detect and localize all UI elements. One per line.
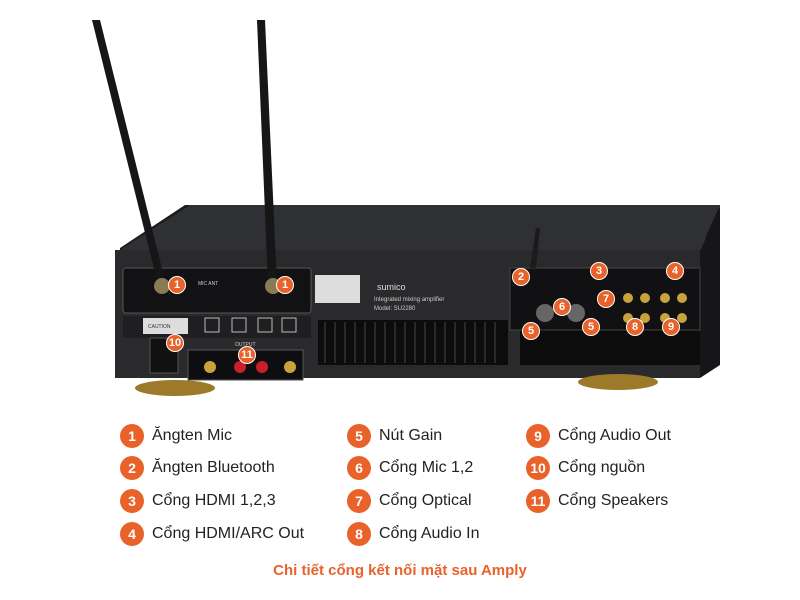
- legend-item: 6 Cổng Mic 1,2: [347, 454, 473, 482]
- legend-number: 10: [526, 456, 550, 480]
- legend-label: Cổng Audio Out: [558, 427, 671, 444]
- legend-number: 7: [347, 489, 371, 513]
- legend-number: 2: [120, 456, 144, 480]
- mic-ant-text: MIC ANT: [198, 281, 218, 287]
- legend-label: Ăngten Mic: [152, 427, 233, 444]
- amplifier-photo: sumico Integrated mixing amplifier Model…: [92, 20, 720, 396]
- amplifier-illustration: sumico Integrated mixing amplifier Model…: [92, 20, 720, 396]
- legend-label: Cổng Optical: [379, 492, 472, 509]
- legend-item: 3 Cổng HDMI 1,2,3: [120, 487, 276, 515]
- marker-1a: 1: [168, 276, 186, 294]
- legend-item: 9 Cổng Audio Out: [526, 422, 671, 450]
- marker-5b: 5: [582, 318, 600, 336]
- legend-number: 9: [526, 424, 550, 448]
- port-legend: 1 Ăngten Mic 2 Ăngten Bluetooth 3 Cổng H…: [120, 420, 720, 550]
- marker-11: 11: [238, 346, 256, 364]
- legend-item: 10 Cổng nguồn: [526, 454, 645, 482]
- legend-item: 11 Cổng Speakers: [526, 487, 668, 515]
- product-line-text: Integrated mixing amplifier: [374, 297, 444, 303]
- output-text: OUTPUT: [235, 342, 256, 348]
- model-text: Model: SU2280: [374, 306, 416, 312]
- marker-2: 2: [512, 268, 530, 286]
- legend-label: Nút Gain: [379, 427, 443, 444]
- marker-10: 10: [166, 334, 184, 352]
- marker-4: 4: [666, 262, 684, 280]
- marker-5a: 5: [522, 322, 540, 340]
- legend-label: Cổng Speakers: [558, 492, 669, 509]
- caution-text: CAUTION: [148, 324, 171, 330]
- legend-item: 1 Ăngten Mic: [120, 422, 232, 450]
- legend-number: 3: [120, 489, 144, 513]
- marker-1b: 1: [276, 276, 294, 294]
- marker-8: 8: [626, 318, 644, 336]
- marker-9: 9: [662, 318, 680, 336]
- legend-number: 6: [347, 456, 371, 480]
- legend-label: Cổng Mic 1,2: [379, 459, 474, 476]
- legend-label: Cổng Audio In: [379, 525, 480, 542]
- legend-number: 11: [526, 489, 550, 513]
- legend-item: 5 Nút Gain: [347, 422, 442, 450]
- legend-number: 4: [120, 522, 144, 546]
- caption: Chi tiết cổng kết nối mặt sau Amply: [273, 562, 527, 579]
- legend-item: 4 Cổng HDMI/ARC Out: [120, 520, 304, 548]
- legend-number: 1: [120, 424, 144, 448]
- legend-label: Cổng HDMI 1,2,3: [152, 492, 276, 509]
- legend-number: 5: [347, 424, 371, 448]
- legend-item: 2 Ăngten Bluetooth: [120, 454, 275, 482]
- marker-6: 6: [553, 298, 571, 316]
- brand-text: sumico: [377, 282, 406, 292]
- legend-number: 8: [347, 522, 371, 546]
- legend-label: Ăngten Bluetooth: [152, 459, 275, 476]
- legend-label: Cổng nguồn: [558, 459, 646, 476]
- legend-label: Cổng HDMI/ARC Out: [152, 525, 305, 542]
- marker-3: 3: [590, 262, 608, 280]
- marker-7: 7: [597, 290, 615, 308]
- legend-item: 7 Cổng Optical: [347, 487, 472, 515]
- legend-item: 8 Cổng Audio In: [347, 520, 480, 548]
